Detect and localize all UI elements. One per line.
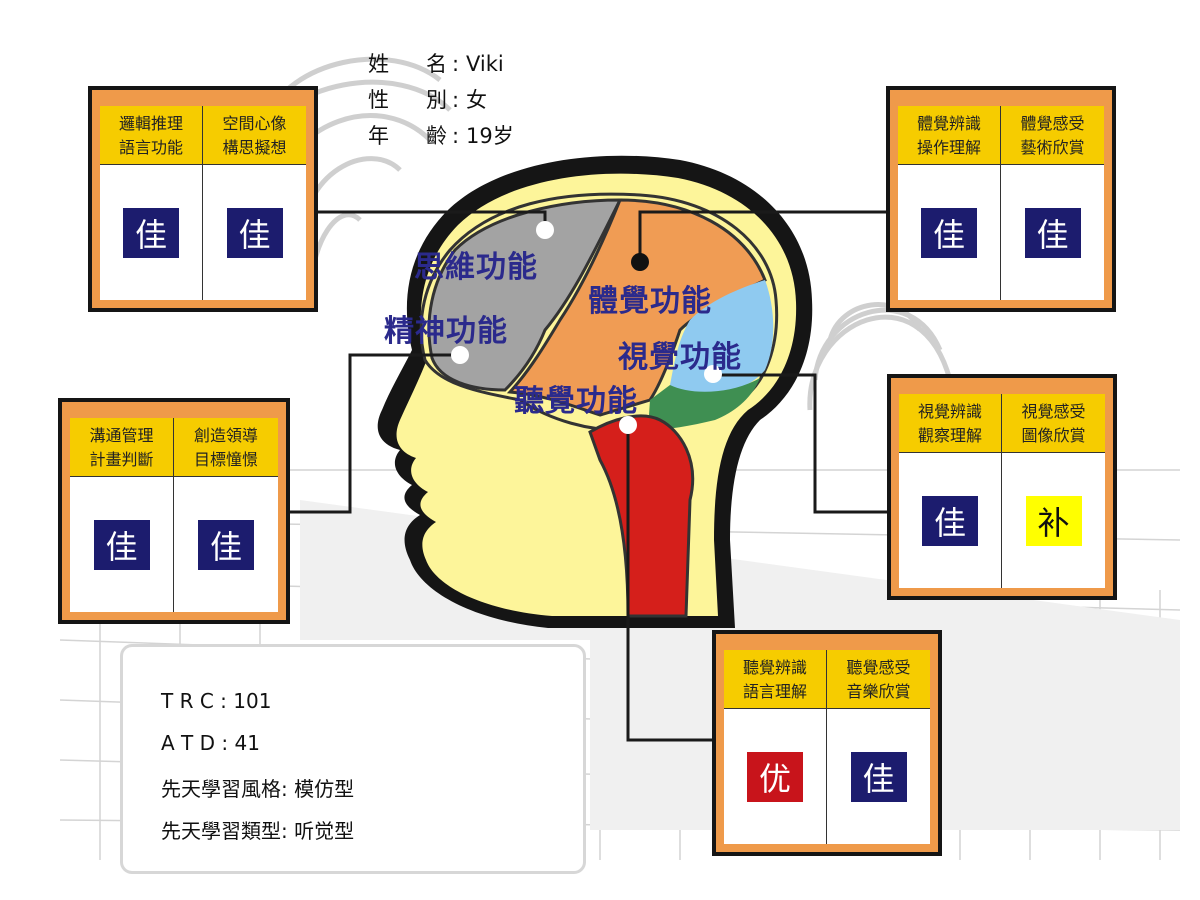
label-auditory: 聽覺功能 bbox=[514, 384, 638, 419]
value-cell: 佳 bbox=[1001, 165, 1104, 300]
rating-badge: 佳 bbox=[1024, 207, 1081, 258]
rating-badge: 佳 bbox=[123, 207, 179, 258]
age-row: 年 齡 : 19岁 bbox=[368, 118, 514, 154]
trc-stat: T R C : 101 bbox=[161, 689, 272, 713]
header-line: 音樂欣賞 bbox=[846, 682, 911, 701]
name-key1: 姓 bbox=[368, 52, 389, 76]
value-cell: 佳 bbox=[100, 165, 203, 300]
value-cell: 佳 bbox=[174, 477, 278, 612]
profile-info: 姓 名 : Viki 性 別 : 女 年 齡 : 19岁 bbox=[368, 46, 514, 154]
header-spatial-imagination: 空間心像 構思擬想 bbox=[203, 106, 306, 165]
box-thinking: 邏輯推理 語言功能 空間心像 構思擬想 佳 佳 bbox=[88, 86, 318, 312]
header-line: 圖像欣賞 bbox=[1021, 426, 1086, 445]
dot-visual bbox=[704, 365, 722, 383]
header-auditory-feeling: 聽覺感受 音樂欣賞 bbox=[827, 650, 930, 709]
dot-body bbox=[631, 253, 649, 271]
header-body-feeling: 體覺感受 藝術欣賞 bbox=[1001, 106, 1104, 165]
label-visual: 視覺功能 bbox=[618, 340, 742, 375]
header-line: 空間心像 bbox=[222, 114, 287, 133]
colon: : bbox=[452, 52, 460, 76]
header-body-recognition: 體覺辨識 操作理解 bbox=[898, 106, 1001, 165]
header-visual-feeling: 視覺感受 圖像欣賞 bbox=[1002, 394, 1105, 453]
brainstem bbox=[588, 414, 695, 618]
header-line: 聽覺感受 bbox=[846, 658, 911, 677]
gender-key1: 性 bbox=[368, 88, 389, 112]
value-cell: 优 bbox=[724, 709, 827, 844]
box-mental: 溝通管理 計畫判斷 創造領導 目標憧憬 佳 佳 bbox=[58, 398, 290, 624]
rating-badge: 优 bbox=[747, 751, 803, 802]
dot-mental bbox=[451, 346, 469, 364]
age-key2: 齡 bbox=[426, 124, 447, 148]
stats-panel: T R C : 101 A T D : 41 先天學習風格: 模仿型 先天學習類… bbox=[120, 644, 586, 874]
header-line: 視覺感受 bbox=[1021, 402, 1086, 421]
learning-style: 先天學習風格: 模仿型 bbox=[161, 777, 355, 801]
dot-thinking bbox=[536, 221, 554, 239]
value-cell: 佳 bbox=[898, 165, 1001, 300]
header-line: 體覺辨識 bbox=[916, 114, 981, 133]
header-line: 語言理解 bbox=[742, 682, 807, 701]
region-thinking bbox=[427, 198, 623, 392]
label-mental: 精神功能 bbox=[384, 314, 508, 349]
value-cell: 佳 bbox=[899, 453, 1002, 588]
name-row: 姓 名 : Viki bbox=[368, 46, 514, 82]
gender-key2: 別 bbox=[426, 88, 447, 112]
header-logic-language: 邏輯推理 語言功能 bbox=[100, 106, 203, 165]
header-line: 邏輯推理 bbox=[118, 114, 183, 133]
header-line: 構思擬想 bbox=[222, 138, 287, 157]
header-line: 語言功能 bbox=[118, 138, 183, 157]
header-line: 觀察理解 bbox=[917, 426, 982, 445]
label-body: 體覺功能 bbox=[588, 284, 712, 319]
box-auditory: 聽覺辨識 語言理解 聽覺感受 音樂欣賞 优 佳 bbox=[712, 630, 942, 856]
rating-badge: 佳 bbox=[850, 751, 907, 802]
header-communication: 溝通管理 計畫判斷 bbox=[70, 418, 174, 477]
value-cell: 佳 bbox=[70, 477, 174, 612]
name-value: Viki bbox=[466, 52, 504, 76]
box-body: 體覺辨識 操作理解 體覺感受 藝術欣賞 佳 佳 bbox=[886, 86, 1116, 312]
header-visual-recognition: 視覺辨識 觀察理解 bbox=[899, 394, 1002, 453]
box-visual: 視覺辨識 觀察理解 視覺感受 圖像欣賞 佳 补 bbox=[887, 374, 1117, 600]
rating-badge: 佳 bbox=[93, 519, 150, 570]
region-green bbox=[648, 378, 760, 430]
label-thinking: 思維功能 bbox=[414, 250, 538, 285]
header-line: 聽覺辨識 bbox=[742, 658, 807, 677]
rating-badge: 佳 bbox=[226, 207, 283, 258]
region-visual bbox=[670, 280, 774, 395]
rating-badge: 佳 bbox=[198, 519, 254, 570]
value-cell: 补 bbox=[1002, 453, 1105, 588]
header-line: 計畫判斷 bbox=[89, 450, 154, 469]
header-line: 目標憧憬 bbox=[193, 450, 258, 469]
header-line: 操作理解 bbox=[916, 138, 981, 157]
gender-row: 性 別 : 女 bbox=[368, 82, 514, 118]
value-cell: 佳 bbox=[827, 709, 930, 844]
colon: : bbox=[452, 88, 460, 112]
learning-type: 先天學習類型: 听觉型 bbox=[161, 819, 355, 843]
atd-stat: A T D : 41 bbox=[161, 731, 260, 755]
name-key2: 名 bbox=[426, 52, 447, 76]
dot-auditory bbox=[619, 416, 637, 434]
value-cell: 佳 bbox=[203, 165, 306, 300]
header-creativity: 創造領導 目標憧憬 bbox=[174, 418, 278, 477]
header-line: 創造領導 bbox=[193, 426, 258, 445]
header-line: 藝術欣賞 bbox=[1020, 138, 1085, 157]
colon: : bbox=[452, 124, 460, 148]
header-line: 溝通管理 bbox=[89, 426, 154, 445]
header-line: 視覺辨識 bbox=[917, 402, 982, 421]
rating-badge: 补 bbox=[1025, 495, 1082, 546]
header-auditory-recognition: 聽覺辨識 語言理解 bbox=[724, 650, 827, 709]
age-key1: 年 bbox=[368, 124, 389, 148]
gender-value: 女 bbox=[466, 88, 487, 112]
rating-badge: 佳 bbox=[922, 495, 978, 546]
age-value: 19岁 bbox=[466, 124, 514, 148]
header-line: 體覺感受 bbox=[1020, 114, 1085, 133]
rating-badge: 佳 bbox=[921, 207, 977, 258]
